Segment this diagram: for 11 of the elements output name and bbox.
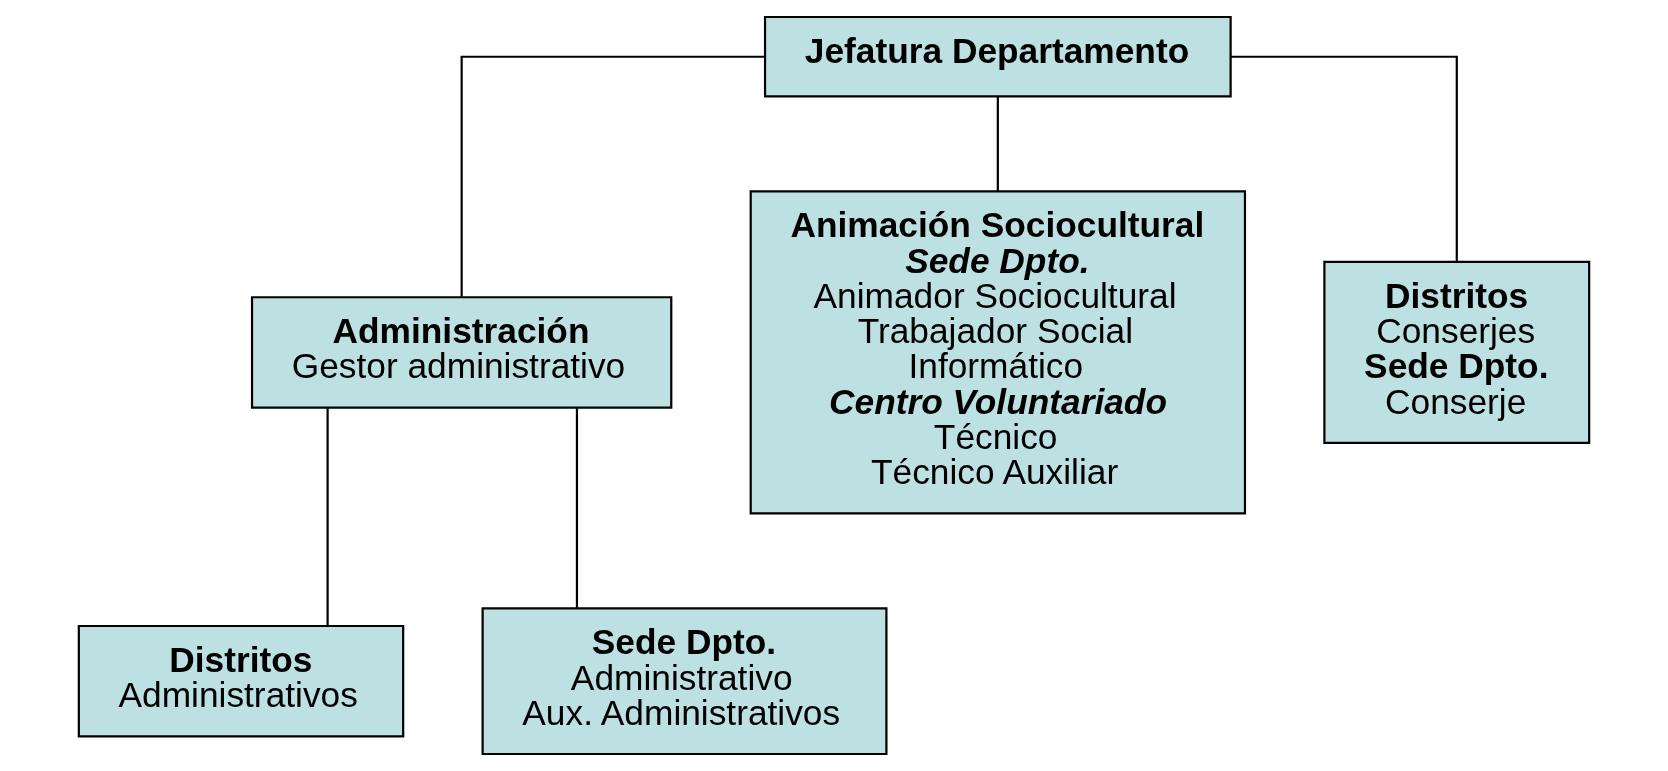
node-box: Jefatura Departamento <box>763 15 1232 98</box>
connector <box>1230 55 1458 262</box>
node-box: Animación Sociocultural Sede Dpto. Animador Sociocultural Trabajador Social Informático Centro Voluntariado Técnico Técnico Auxiliar <box>749 190 1247 515</box>
connector <box>575 408 579 608</box>
node-box: Administración Gestor administrativo <box>250 296 673 409</box>
connector <box>460 55 765 297</box>
connector <box>326 408 329 626</box>
node-box: Distritos Administrativos <box>77 624 405 738</box>
node-box: Sede Dpto. Administrativo Aux. Administrativos <box>481 607 888 756</box>
connector <box>996 96 999 192</box>
node-box: Distritos Conserjes Sede Dpto. Conserje <box>1323 260 1591 444</box>
